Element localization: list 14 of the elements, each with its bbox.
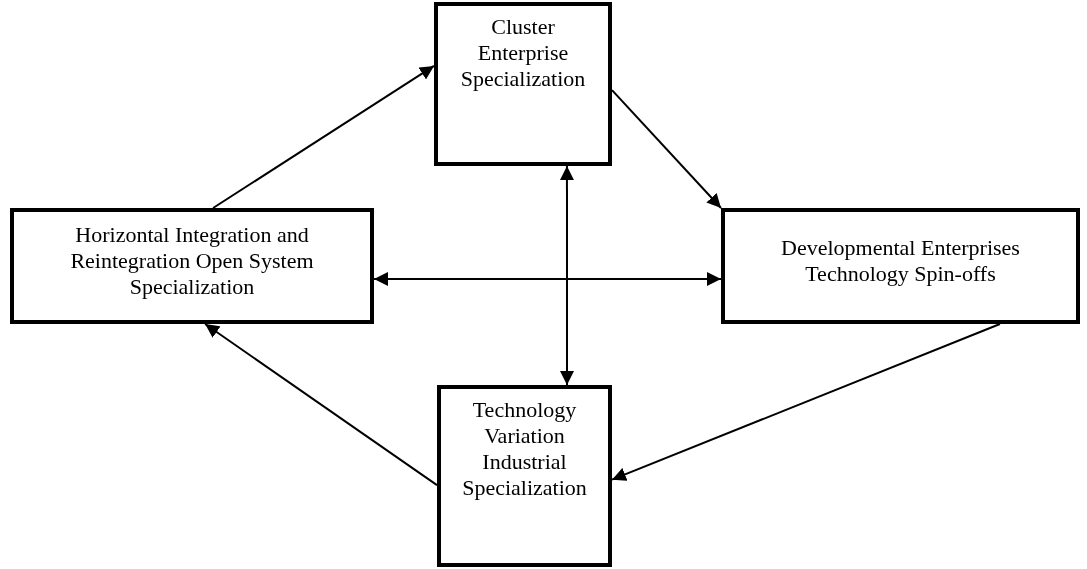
box-label: Horizontal Integration and Reintegration Open System Specialization — [69, 222, 315, 300]
process-box — [437, 385, 612, 567]
arrow — [611, 323, 1001, 481]
process-box — [10, 208, 374, 324]
box-label: Cluster Enterprise Specialization — [459, 14, 587, 92]
arrow — [212, 64, 435, 209]
arrow — [373, 272, 722, 286]
arrow — [611, 89, 722, 209]
box-label: Technology Variation Industrial Specialization — [461, 397, 588, 501]
arrow — [204, 323, 438, 487]
process-box — [434, 2, 612, 166]
arrow — [559, 165, 574, 386]
box-label: Developmental Enterprises Technology Spin-offs — [780, 235, 1021, 287]
process-box — [721, 208, 1080, 324]
